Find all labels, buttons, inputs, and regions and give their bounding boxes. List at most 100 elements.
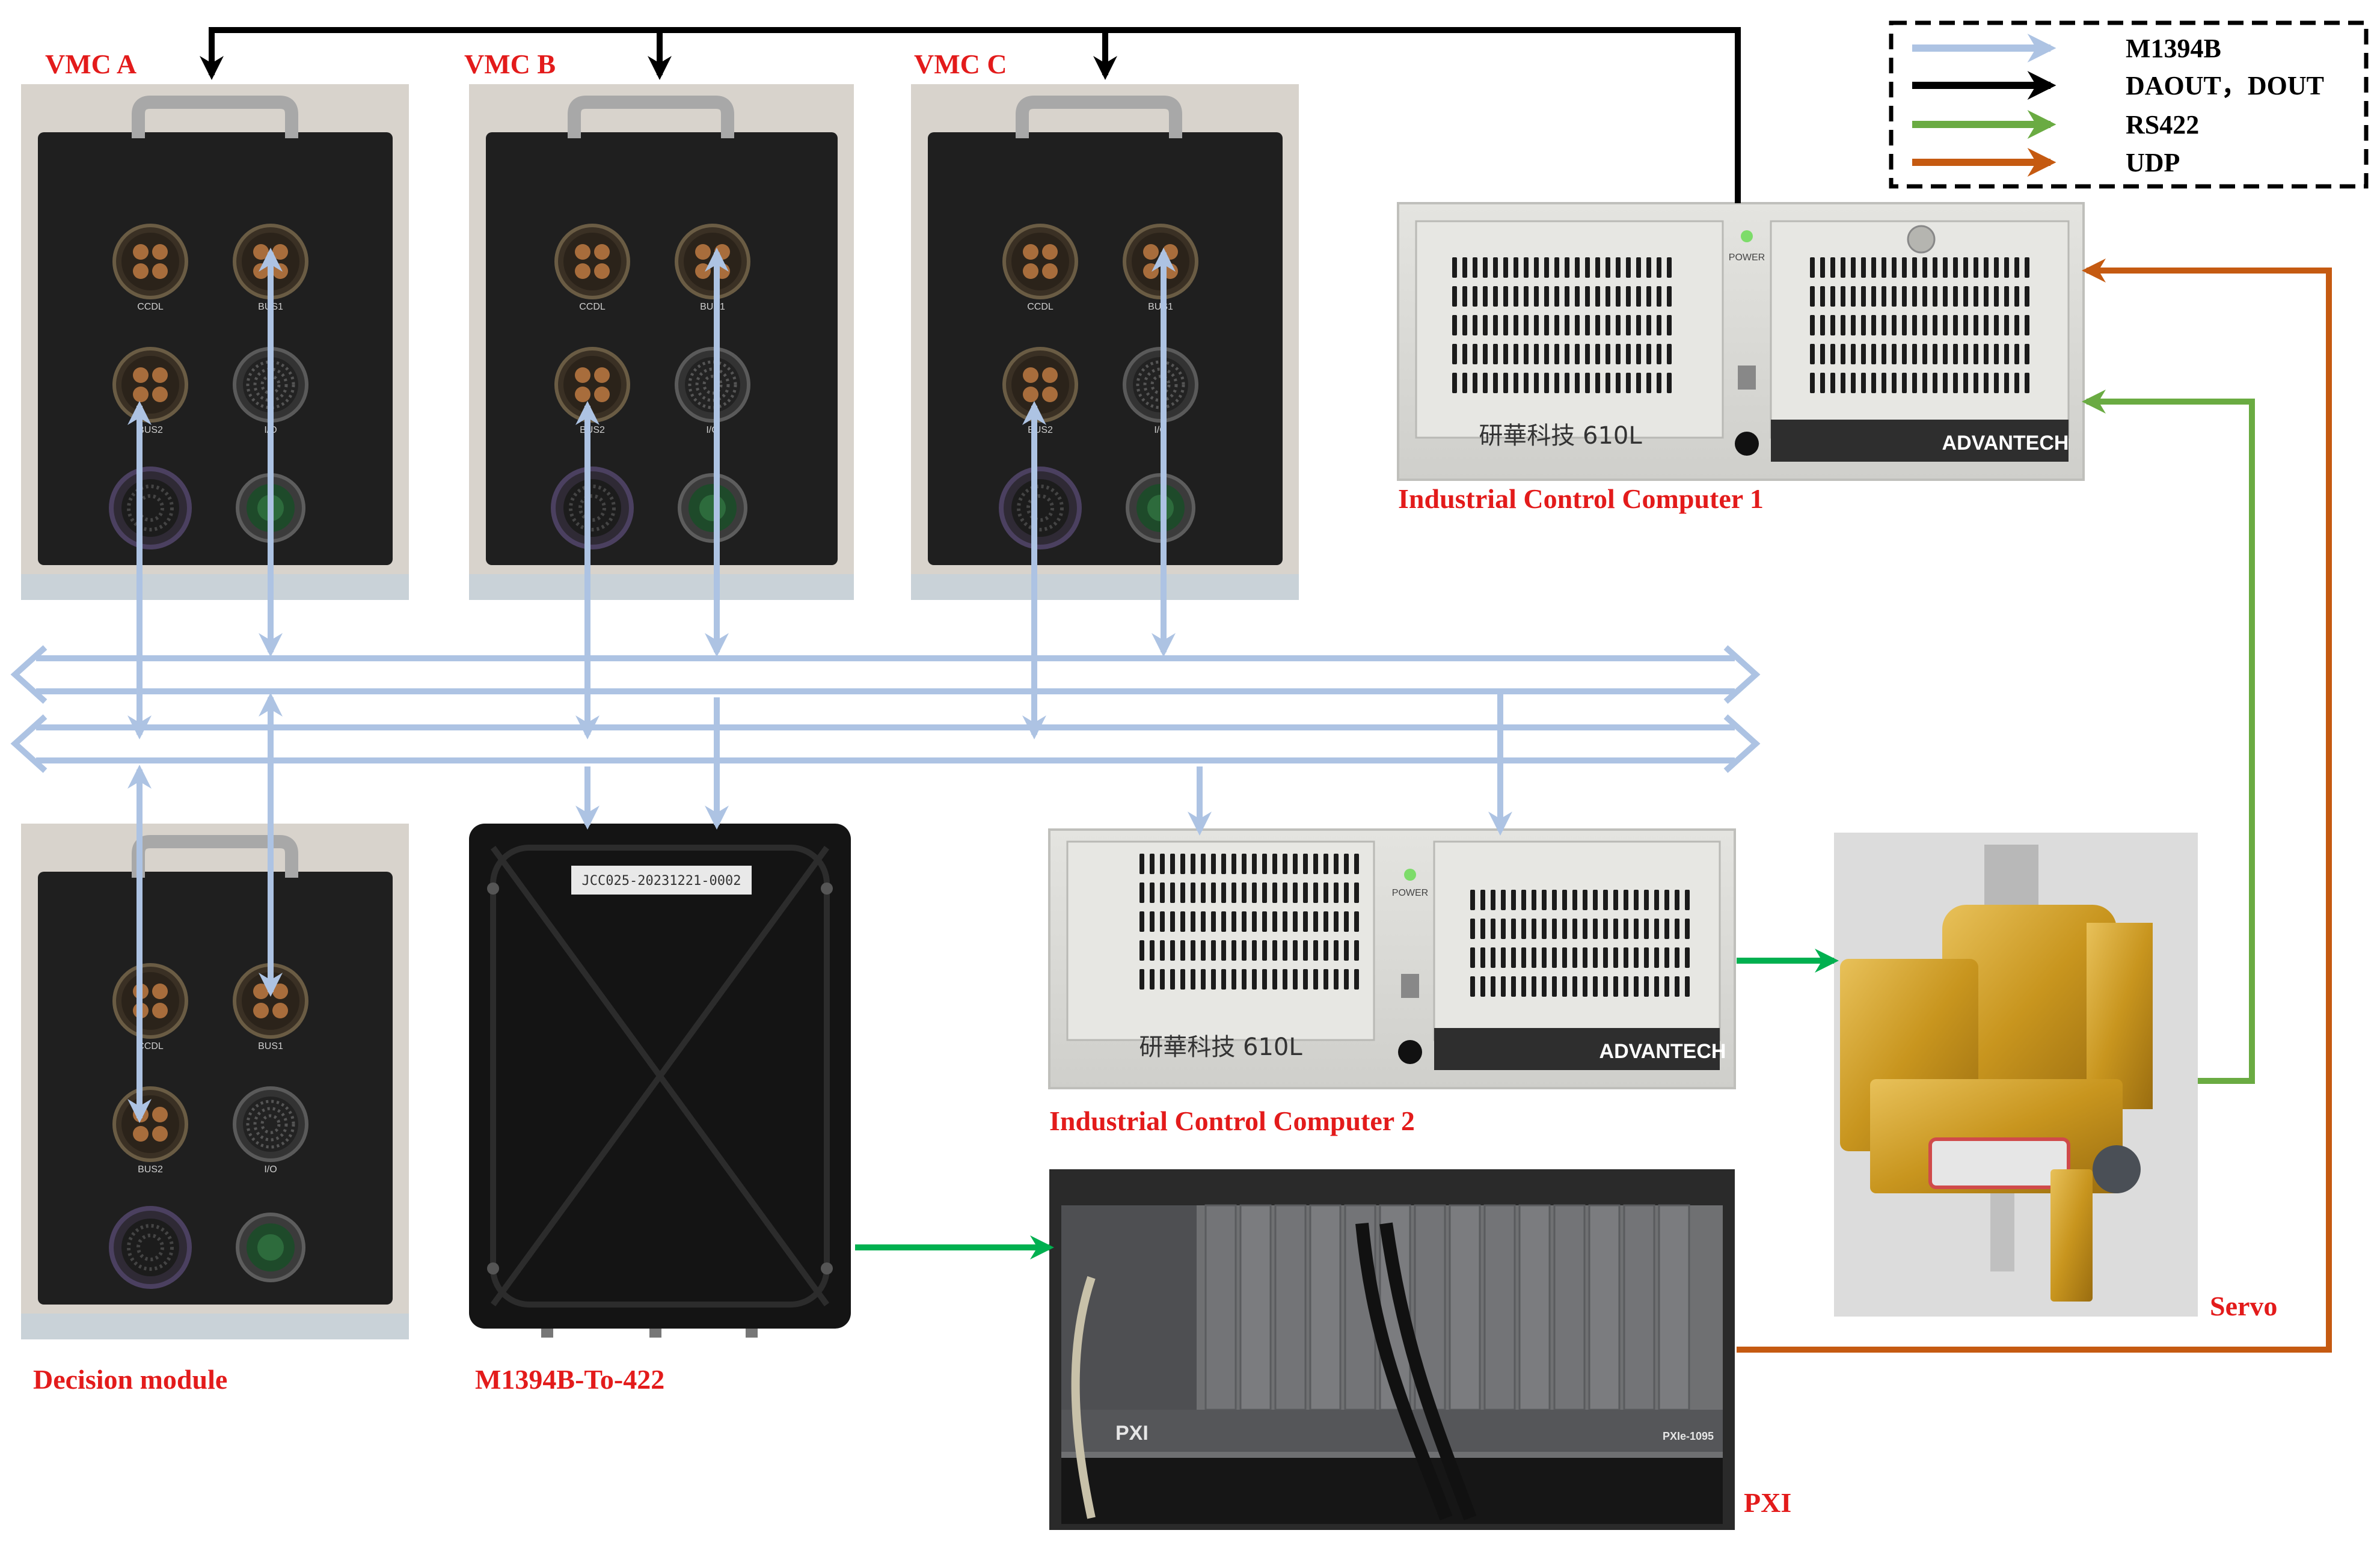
vent-slot bbox=[1221, 883, 1226, 903]
vent-slot bbox=[1892, 344, 1897, 364]
vent-slot bbox=[1861, 315, 1866, 335]
vent-slot bbox=[1575, 286, 1580, 307]
vent-slot bbox=[2025, 344, 2029, 364]
vent-slot bbox=[1871, 257, 1876, 278]
vent-slot bbox=[1503, 286, 1508, 307]
vent-slot bbox=[1483, 315, 1488, 335]
vent-slot bbox=[1585, 344, 1590, 364]
vent-slot bbox=[1470, 919, 1475, 939]
vent-slot bbox=[1984, 373, 1989, 393]
vent-slot bbox=[1501, 919, 1506, 939]
vent-slot bbox=[1606, 315, 1610, 335]
vent-slot bbox=[2014, 373, 2019, 393]
vent-slot bbox=[1493, 373, 1498, 393]
vent-slot bbox=[1963, 315, 1968, 335]
vent-slot bbox=[1984, 344, 1989, 364]
vent-slot bbox=[1544, 315, 1549, 335]
vent-slot bbox=[1521, 919, 1526, 939]
vent-slot bbox=[1473, 286, 1477, 307]
vent-slot bbox=[1501, 890, 1506, 910]
vent-slot bbox=[1303, 911, 1308, 932]
vent-slot bbox=[1231, 911, 1236, 932]
vent-slot bbox=[1565, 344, 1569, 364]
vent-slot bbox=[1912, 257, 1917, 278]
vent-slot bbox=[1606, 286, 1610, 307]
decision-module: CCDL BUS1 BUS2 I/O bbox=[21, 824, 409, 1339]
vent-slot bbox=[1810, 286, 1815, 307]
vent-slot bbox=[1262, 940, 1267, 961]
vent-slot bbox=[1491, 919, 1495, 939]
vent-slot bbox=[1851, 373, 1856, 393]
udp-link bbox=[1737, 259, 2332, 1353]
vent-slot bbox=[1262, 911, 1267, 932]
vent-slot bbox=[1344, 940, 1349, 961]
pxi-badge: PXI bbox=[1115, 1422, 1149, 1445]
vent-slot bbox=[1984, 257, 1989, 278]
vent-slot bbox=[1667, 286, 1672, 307]
vent-slot bbox=[1636, 257, 1641, 278]
vent-slot bbox=[1636, 373, 1641, 393]
vent-slot bbox=[1943, 373, 1948, 393]
vent-slot bbox=[1534, 344, 1539, 364]
vent-slot bbox=[1820, 286, 1825, 307]
vent-slot bbox=[1323, 883, 1328, 903]
vent-slot bbox=[1667, 344, 1672, 364]
vent-slot bbox=[1211, 911, 1216, 932]
vent-slot bbox=[1242, 911, 1247, 932]
vent-slot bbox=[1933, 373, 1937, 393]
vent-slot bbox=[1544, 344, 1549, 364]
vent-slot bbox=[1667, 257, 1672, 278]
vent-slot bbox=[1303, 940, 1308, 961]
vent-slot bbox=[1634, 919, 1639, 939]
pxi-slot bbox=[1553, 1204, 1586, 1411]
vent-slot bbox=[1293, 969, 1298, 990]
vent-slot bbox=[1583, 890, 1587, 910]
vent-slot bbox=[1221, 854, 1226, 874]
vent-slot bbox=[1646, 286, 1651, 307]
vent-slot bbox=[1953, 286, 1958, 307]
vent-slot bbox=[1272, 883, 1277, 903]
vent-slot bbox=[1595, 373, 1600, 393]
vent-slot bbox=[1664, 919, 1669, 939]
vent-slot bbox=[1231, 854, 1236, 874]
vent-slot bbox=[1191, 969, 1195, 990]
vent-slot bbox=[1595, 344, 1600, 364]
vent-slot bbox=[1293, 940, 1298, 961]
vent-slot bbox=[1524, 344, 1529, 364]
vent-slot bbox=[1871, 315, 1876, 335]
vent-slot bbox=[1861, 373, 1866, 393]
vent-slot bbox=[1252, 940, 1257, 961]
pxi-slot bbox=[1309, 1204, 1342, 1411]
vent-slot bbox=[1480, 947, 1485, 968]
vent-slot bbox=[1503, 257, 1508, 278]
vent-slot bbox=[1624, 919, 1628, 939]
vent-slot bbox=[1452, 373, 1457, 393]
vent-slot bbox=[1554, 286, 1559, 307]
vent-slot bbox=[1664, 976, 1669, 997]
vent-slot bbox=[1861, 257, 1866, 278]
vent-slot bbox=[1542, 919, 1547, 939]
vent-slot bbox=[1150, 969, 1155, 990]
vent-slot bbox=[1810, 315, 1815, 335]
vent-slot bbox=[1892, 315, 1897, 335]
vent-slot bbox=[1150, 940, 1155, 961]
vent-slot bbox=[1534, 373, 1539, 393]
vent-slot bbox=[1473, 344, 1477, 364]
vent-slot bbox=[1493, 344, 1498, 364]
vent-slot bbox=[1462, 315, 1467, 335]
vent-slot bbox=[1511, 947, 1516, 968]
vent-slot bbox=[1922, 315, 1927, 335]
vent-slot bbox=[1180, 854, 1185, 874]
vent-slot bbox=[1262, 883, 1267, 903]
label-icc1: Industrial Control Computer 1 bbox=[1398, 483, 1764, 514]
vent-slot bbox=[1334, 854, 1339, 874]
vent-slot bbox=[1150, 854, 1155, 874]
vent-slot bbox=[1483, 344, 1488, 364]
vent-slot bbox=[1851, 286, 1856, 307]
vent-slot bbox=[1323, 940, 1328, 961]
vent-slot bbox=[1933, 344, 1937, 364]
vent-slot bbox=[2025, 315, 2029, 335]
vent-slot bbox=[1491, 890, 1495, 910]
vent-slot bbox=[1201, 883, 1206, 903]
vent-slot bbox=[1861, 286, 1866, 307]
